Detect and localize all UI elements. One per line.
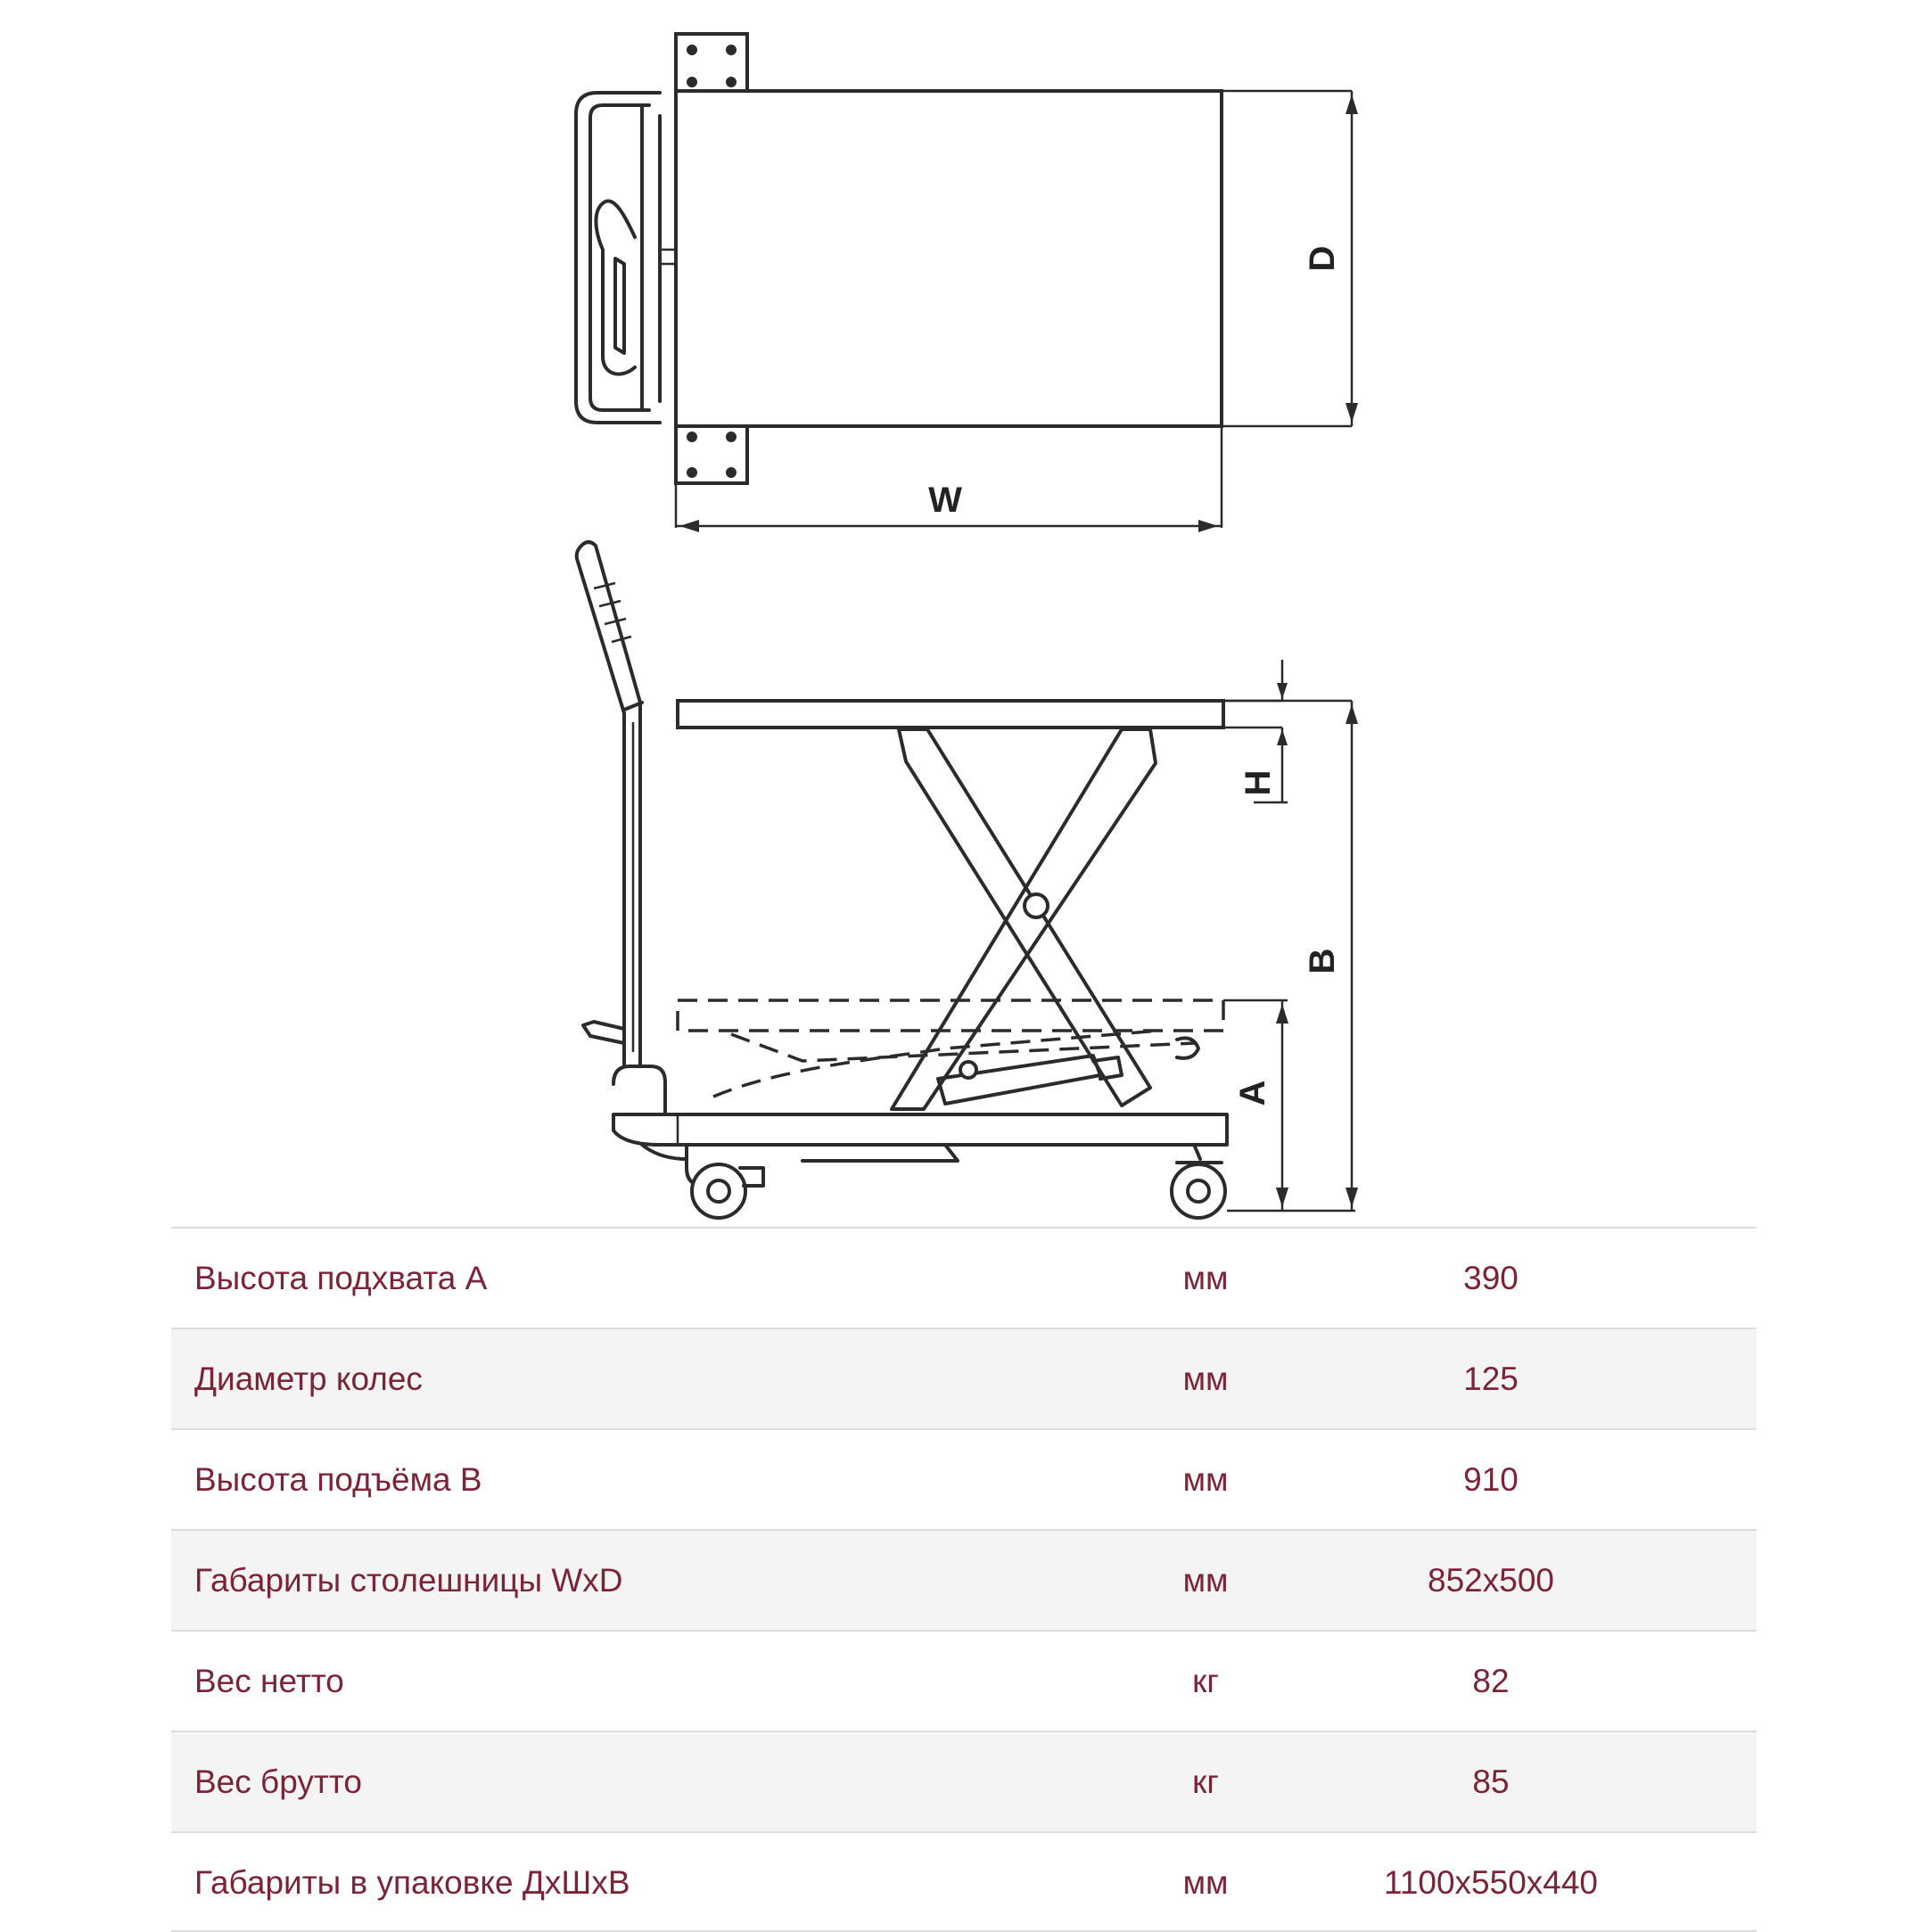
scissor-arm-1 [897, 728, 1152, 1107]
dimension-label-b: B [1303, 949, 1342, 974]
spec-row: Габариты в упаковке ДхШхВ мм 1100x550x44… [171, 1831, 1757, 1932]
spec-value: 390 [1463, 1260, 1519, 1296]
dimension-label-d: D [1303, 246, 1342, 272]
spec-unit: мм [1182, 1260, 1229, 1296]
handle-side-view [580, 540, 642, 1066]
spec-value: 910 [1463, 1461, 1519, 1498]
dimension-label-a: A [1233, 1081, 1272, 1106]
spec-name: Габариты столешницы WxD [194, 1562, 623, 1599]
handle-top-view [574, 91, 662, 424]
spec-unit: кг [1192, 1663, 1219, 1699]
platform-top-view [674, 89, 1223, 428]
dimension-label-h: H [1239, 770, 1278, 796]
mount-plate-bottom [674, 424, 749, 485]
spec-unit: кг [1192, 1763, 1219, 1800]
platform-side-view [676, 699, 1225, 729]
spec-name: Вес нетто [194, 1663, 344, 1699]
base-frame [612, 1113, 1229, 1147]
specifications-table: Высота подхвата A мм 390 Диаметр колес м… [171, 1227, 1757, 1932]
spec-value: 125 [1463, 1361, 1519, 1397]
spec-row: Высота подхвата A мм 390 [171, 1227, 1757, 1328]
spec-unit: мм [1182, 1562, 1229, 1599]
side-view: H B A [574, 540, 1358, 1220]
dimension-label-w: W [928, 481, 962, 520]
spec-value: 82 [1472, 1663, 1510, 1699]
spec-name: Габариты в упаковке ДхШхВ [194, 1864, 630, 1901]
spec-unit: мм [1182, 1864, 1229, 1901]
spec-value: 852x500 [1428, 1562, 1554, 1599]
spec-row: Высота подъёма B мм 910 [171, 1428, 1757, 1529]
spec-name: Высота подъёма B [194, 1461, 482, 1498]
spec-unit: мм [1182, 1361, 1229, 1397]
scissor-pivot [1023, 892, 1049, 919]
mount-plate-top [674, 32, 749, 93]
top-view: D W [574, 32, 1358, 532]
spec-row: Вес брутто кг 85 [171, 1731, 1757, 1831]
scissor-arm-2 [890, 728, 1157, 1111]
spec-row: Габариты столешницы WxD мм 852x500 [171, 1529, 1757, 1630]
platform-lowered-position [676, 999, 1225, 1032]
spec-name: Высота подхвата A [194, 1260, 488, 1296]
spec-value: 85 [1472, 1763, 1510, 1800]
hydraulic-cylinder [936, 1054, 1102, 1106]
spec-row: Вес нетто кг 82 [171, 1630, 1757, 1731]
spec-row: Диаметр колес мм 125 [171, 1328, 1757, 1428]
spec-unit: мм [1182, 1461, 1229, 1498]
lift-table-technical-drawing: D W [574, 32, 1358, 1220]
spec-value: 1100x550x440 [1383, 1864, 1599, 1901]
spec-name: Диаметр колес [194, 1361, 423, 1397]
spec-name: Вес брутто [194, 1763, 362, 1800]
